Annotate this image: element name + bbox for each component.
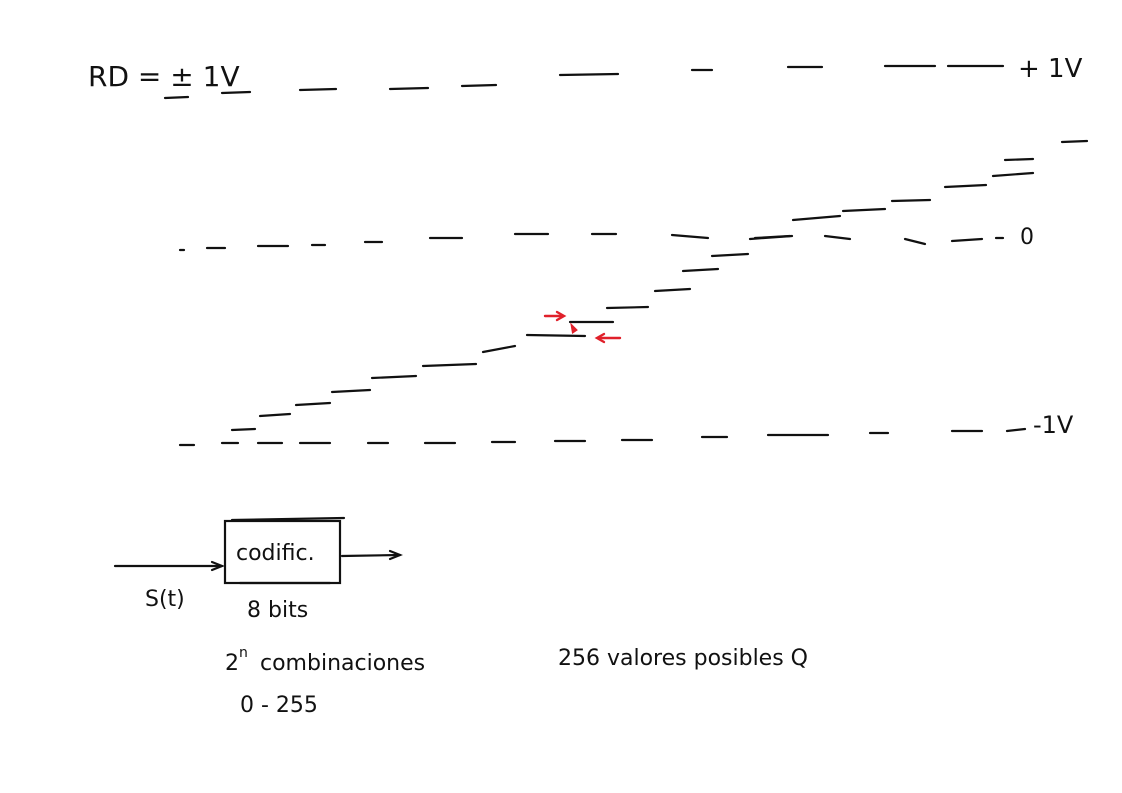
bits-label: 8 bits: [247, 598, 308, 623]
plus-reference-line: [163, 64, 1005, 100]
output-arrow: [340, 553, 402, 558]
zero-volt-label: 0: [1020, 225, 1034, 250]
encoder-diagram: codific. S(t) 8 bits: [113, 516, 403, 623]
minus-one-volt-label: -1V: [1033, 411, 1074, 439]
value-range-label: 0 - 255: [240, 693, 318, 718]
combinations-base: 2: [225, 651, 239, 676]
combinations-text: combinaciones: [260, 651, 425, 676]
encoder-label: codific.: [236, 541, 315, 566]
possible-values-label: 256 valores posibles Q: [558, 646, 808, 671]
quantization-staircase: [230, 139, 1089, 432]
minus-reference-line: [178, 427, 1027, 447]
zero-reference-line: [178, 232, 1005, 252]
input-signal-label: S(t): [145, 587, 185, 612]
quantization-step-markers: [543, 310, 622, 344]
range-label: RD = ± 1V: [88, 60, 240, 93]
combinations-exponent: n: [239, 645, 248, 661]
combinations-note: 2 n combinaciones: [225, 645, 425, 676]
plus-one-volt-label: + 1V: [1018, 54, 1083, 84]
